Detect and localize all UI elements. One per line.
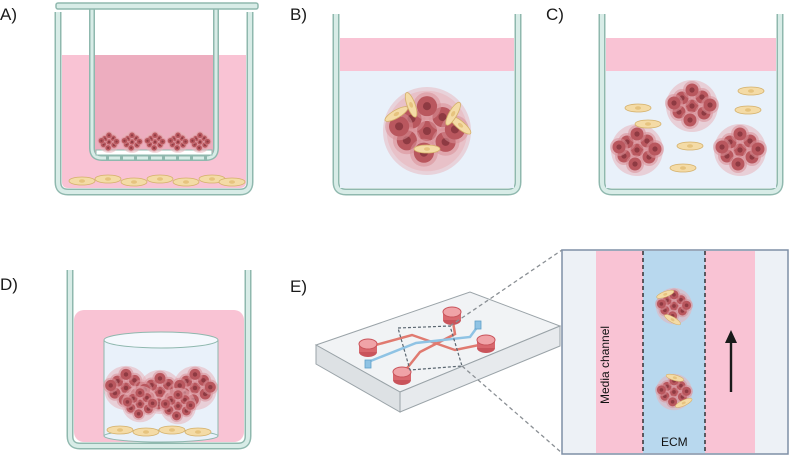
- panel-a-label: A): [0, 5, 17, 24]
- zoom-view: Media channel ECM: [561, 249, 789, 455]
- media-c: [606, 38, 776, 71]
- media-b: [340, 38, 514, 71]
- flow-arrow-icon: [725, 330, 737, 392]
- membrane-pores: [106, 155, 207, 161]
- panel-b-label: B): [290, 5, 307, 24]
- media-channel-label: Media channel: [598, 326, 612, 404]
- chip-zoom-region: [397, 325, 463, 371]
- panel-d-well: [66, 270, 252, 450]
- panel-c-label: C): [546, 5, 564, 24]
- zoom-connectors: [449, 249, 563, 454]
- panel-e-label: E): [290, 277, 307, 296]
- panel-b-well: [332, 14, 522, 196]
- chip-side-face: [399, 325, 561, 413]
- chip-ports: [358, 306, 496, 385]
- ecm-label: ECM: [661, 435, 688, 449]
- chip-channels: [366, 314, 486, 374]
- panel-a-transwell: [54, 2, 259, 196]
- media-channel-left: [596, 251, 643, 453]
- insert-spheroids: [98, 131, 212, 153]
- ecm-channel: [643, 251, 705, 453]
- mixed-spheroid-b: [382, 87, 474, 175]
- panel-c-well: [598, 14, 784, 196]
- panel-d-label: D): [0, 275, 18, 294]
- microfluidic-chip: [314, 291, 562, 413]
